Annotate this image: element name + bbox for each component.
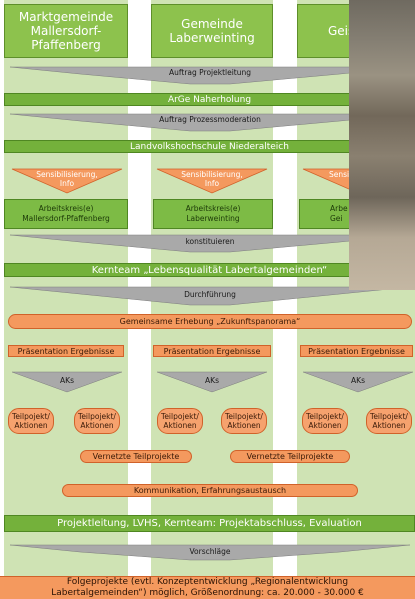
bar-lvhs: Landvolkshochschule Niederalteich [4, 140, 415, 153]
label-konstituieren: konstituieren [185, 237, 235, 246]
vernetzte-1: Vernetzte Teilprojekte [80, 450, 192, 463]
praesentation-2: Präsentation Ergebnisse [153, 345, 271, 357]
bar-kommunikation: Kommunikation, Erfahrungsaustausch [62, 484, 358, 497]
arbeitskreis-label-1: Arbeitskreis(e) Mallersdorf-Pfaffenberg [22, 204, 110, 223]
column-header-3-label: Geis [328, 24, 355, 38]
arbeitskreis-label-3: Arbe Gei [330, 204, 348, 223]
label-aks-3: AKs [351, 376, 365, 385]
label-sensibilisierung-1: Sensibilisierung, Info [36, 170, 98, 188]
column-header-1-label: Marktgemeinde Mallersdorf-Pfaffenberg [18, 10, 114, 52]
teilprojekt-1b: Teilpojekt/ Aktionen [74, 408, 120, 434]
column-header-1: Marktgemeinde Mallersdorf-Pfaffenberg [4, 4, 128, 58]
praesentation-3: Präsentation Ergebnisse [300, 345, 413, 357]
bar-folgeprojekte: Folgeprojekte (evtl. Konzeptentwicklung … [0, 576, 415, 599]
triangle-sensibilisierung-1 [11, 168, 123, 194]
praesentation-1: Präsentation Ergebnisse [8, 345, 124, 357]
label-vorschlaege: Vorschläge [189, 547, 231, 556]
folgeprojekte-line-2: Labertalgemeinden“) möglich, Größenordnu… [51, 588, 364, 598]
triangle-aks-2 [156, 371, 268, 393]
arbeitskreis-label-2: Arbeitskreis(e) Laberweinting [185, 204, 241, 223]
teilprojekt-2b: Teilpojekt/ Aktionen [221, 408, 267, 434]
teilprojekt-2a: Teilpojekt/ Aktionen [157, 408, 203, 434]
bar-erhebung: Gemeinsame Erhebung „Zukunftspanorama“ [8, 314, 412, 329]
column-header-2-label: Gemeinde Laberweinting [169, 17, 255, 45]
vernetzte-2: Vernetzte Teilprojekte [230, 450, 350, 463]
triangle-aks-3 [302, 371, 414, 393]
teilprojekt-1a: Teilpojekt/ Aktionen [8, 408, 54, 434]
label-auftrag-projektleitung: Auftrag Projektleitung [168, 68, 252, 77]
label-auftrag-prozess: Auftrag Prozessmoderation [159, 115, 261, 124]
label-sensibilisierung-3: Sensi [329, 170, 350, 179]
teilprojekt-3b: Teilpojekt/ Aktionen [366, 408, 412, 434]
triangle-sensibilisierung-2 [156, 168, 268, 194]
label-aks-1: AKs [60, 376, 74, 385]
label-durchfuehrung: Durchführung [184, 290, 236, 299]
teilprojekt-3a: Teilpojekt/ Aktionen [302, 408, 348, 434]
arrow-vorschlaege [9, 544, 411, 561]
photo-overlay [349, 0, 415, 290]
folgeprojekte-line-1: Folgeprojekte (evtl. Konzeptentwicklung … [66, 577, 349, 587]
label-aks-2: AKs [205, 376, 219, 385]
bar-abschluss: Projektleitung, LVHS, Kernteam: Projekta… [4, 515, 415, 532]
arbeitskreis-box-1: Arbeitskreis(e) Mallersdorf-Pfaffenberg [4, 199, 128, 229]
arbeitskreis-box-2: Arbeitskreis(e) Laberweinting [153, 199, 273, 229]
column-header-2: Gemeinde Laberweinting [151, 4, 273, 58]
triangle-aks-1 [11, 371, 123, 393]
label-sensibilisierung-2: Sensibilisierung, Info [181, 170, 243, 188]
